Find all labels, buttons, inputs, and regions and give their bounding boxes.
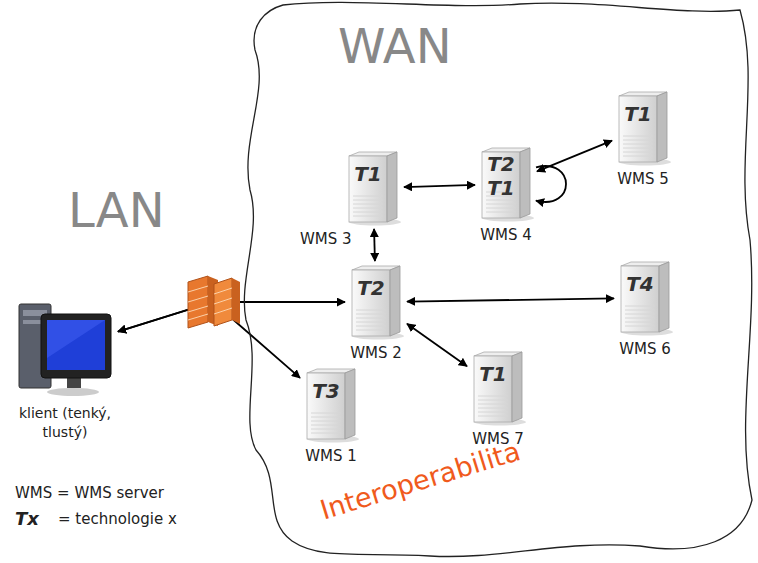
connector-arrow	[373, 229, 376, 261]
server-node: T2T1WMS 4	[478, 146, 534, 222]
firewall-icon	[188, 276, 240, 328]
technology-mark: T2	[348, 276, 394, 300]
server-icon	[617, 260, 673, 336]
connector-arrow	[536, 166, 566, 202]
technology-mark: T1	[478, 176, 524, 200]
connector-arrow	[118, 302, 300, 378]
connector-arrow	[118, 302, 345, 332]
technology-mark: T4	[617, 272, 663, 296]
server-node: T2WMS 2	[348, 264, 404, 340]
server-label: WMS 1	[305, 447, 357, 465]
server-icon	[470, 350, 526, 426]
technology-mark: T3	[303, 379, 349, 403]
legend-note: = technologie x	[58, 510, 177, 528]
server-icon	[303, 367, 359, 443]
legend-note: WMS = WMS server	[15, 484, 164, 502]
technology-mark: T1	[615, 102, 661, 126]
server-node: T1WMS 3	[345, 150, 401, 226]
server-label: WMS 4	[480, 226, 532, 244]
server-label: WMS 2	[350, 344, 402, 362]
server-label: WMS 5	[617, 170, 669, 188]
connector-arrow	[407, 324, 467, 366]
server-label: WMS 3	[300, 230, 352, 248]
technology-mark: T2	[478, 152, 524, 176]
server-node: T1WMS 5	[615, 90, 671, 166]
server-icon	[345, 150, 401, 226]
server-node: T3WMS 1	[303, 367, 359, 443]
client-computer: klient (tenký, tlustý)	[15, 298, 115, 398]
cloud-region: WANInteroperabilitaT1WMS 5T1WMS 3T2T1WMS…	[240, 0, 758, 563]
client-label: klient (tenký, tlustý)	[5, 404, 125, 442]
technology-mark: T1	[470, 362, 516, 386]
region-title: WAN	[338, 18, 452, 74]
computer-icon	[15, 298, 115, 398]
server-icon	[615, 90, 671, 166]
connector-arrow	[407, 298, 614, 301]
server-icon	[348, 264, 404, 340]
legend-symbol: Tx	[15, 508, 39, 529]
cloud-outline	[240, 0, 758, 563]
technology-mark: T1	[345, 162, 391, 186]
server-label: WMS 7	[472, 430, 524, 448]
connector-arrow	[404, 185, 475, 187]
region-title: LAN	[68, 182, 165, 238]
server-node: T1WMS 7	[470, 350, 526, 426]
server-label: WMS 6	[619, 340, 671, 358]
server-node: T4WMS 6	[617, 260, 673, 336]
